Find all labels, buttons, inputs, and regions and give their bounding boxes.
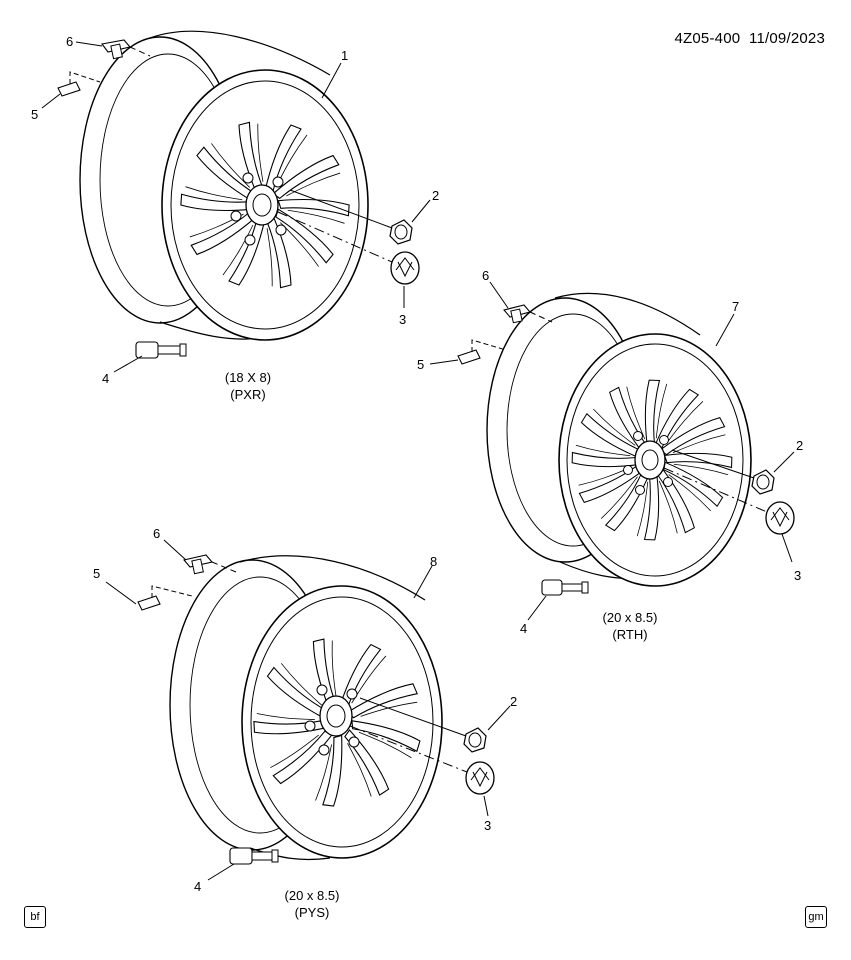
- callout-nut-rth: 2: [796, 438, 803, 453]
- lug-nut-icon: [671, 449, 775, 495]
- lug-nut-icon: [359, 697, 487, 753]
- callout-wheel-pys: 8: [430, 554, 437, 569]
- callout-weight-rth: 5: [417, 357, 424, 372]
- callout-valve-pxr: 4: [102, 371, 109, 386]
- tpms-sensor-icon: [182, 554, 237, 575]
- callout-weight-pxr: 5: [31, 107, 38, 122]
- callout-cap-pxr: 3: [399, 312, 406, 327]
- callout-valve-pys: 4: [194, 879, 201, 894]
- wheel-size-pys: (20 x 8.5): [285, 888, 340, 903]
- callout-wheel-pxr: 1: [341, 48, 348, 63]
- callout-sensor-pys: 6: [153, 526, 160, 541]
- callout-cap-rth: 3: [794, 568, 801, 583]
- bf-badge-icon: bf: [24, 906, 46, 928]
- wheel-weight-icon: [137, 585, 193, 611]
- callout-wheel-rth: 7: [732, 299, 739, 314]
- valve-stem-icon: [541, 579, 589, 596]
- diagram-number: 4Z05-400: [674, 30, 741, 47]
- wheel-code-pys: (PYS): [295, 905, 330, 920]
- center-cap-icon: [349, 725, 495, 795]
- wheel-assembly-rth: 7 2 3 4 5 6 (20 x 8.5) (RTH): [417, 268, 803, 642]
- gm-logo-icon: gm: [805, 906, 827, 928]
- lug-nut-icon: [289, 189, 413, 245]
- callout-sensor-pxr: 6: [66, 34, 73, 49]
- callout-cap-pys: 3: [484, 818, 491, 833]
- wheel-code-pxr: (PXR): [230, 387, 265, 402]
- callout-valve-rth: 4: [520, 621, 527, 636]
- callout-nut-pxr: 2: [432, 188, 439, 203]
- wheel-weight-icon: [457, 339, 507, 365]
- valve-stem-icon: [135, 341, 187, 359]
- tpms-sensor-icon: [503, 304, 553, 324]
- center-cap-icon: [663, 467, 795, 535]
- tpms-sensor-icon: [101, 39, 151, 60]
- wheel-size-pxr: (18 X 8): [225, 370, 271, 385]
- callout-nut-pys: 2: [510, 694, 517, 709]
- valve-stem-icon: [229, 847, 279, 865]
- wheel-size-rth: (20 x 8.5): [603, 610, 658, 625]
- wheel-code-rth: (RTH): [612, 627, 647, 642]
- diagram-reference: 4Z05-400 11/09/2023: [674, 30, 825, 47]
- wheel-weight-icon: [57, 71, 101, 97]
- wheel-assembly-pys: 8 2 3 4 5 6 (20 x 8.5) (PYS): [93, 526, 517, 920]
- wheel-rim-pys: [169, 555, 443, 861]
- wheel-rim-pxr: [79, 30, 369, 341]
- diagram-date: 11/09/2023: [749, 30, 825, 47]
- wheel-rim-rth: [486, 292, 752, 587]
- center-cap-icon: [277, 211, 420, 285]
- callout-weight-pys: 5: [93, 566, 100, 581]
- callout-sensor-rth: 6: [482, 268, 489, 283]
- wheel-assembly-pxr: 1 2 3 4 5 6 (18 X 8) (PXR): [31, 30, 439, 402]
